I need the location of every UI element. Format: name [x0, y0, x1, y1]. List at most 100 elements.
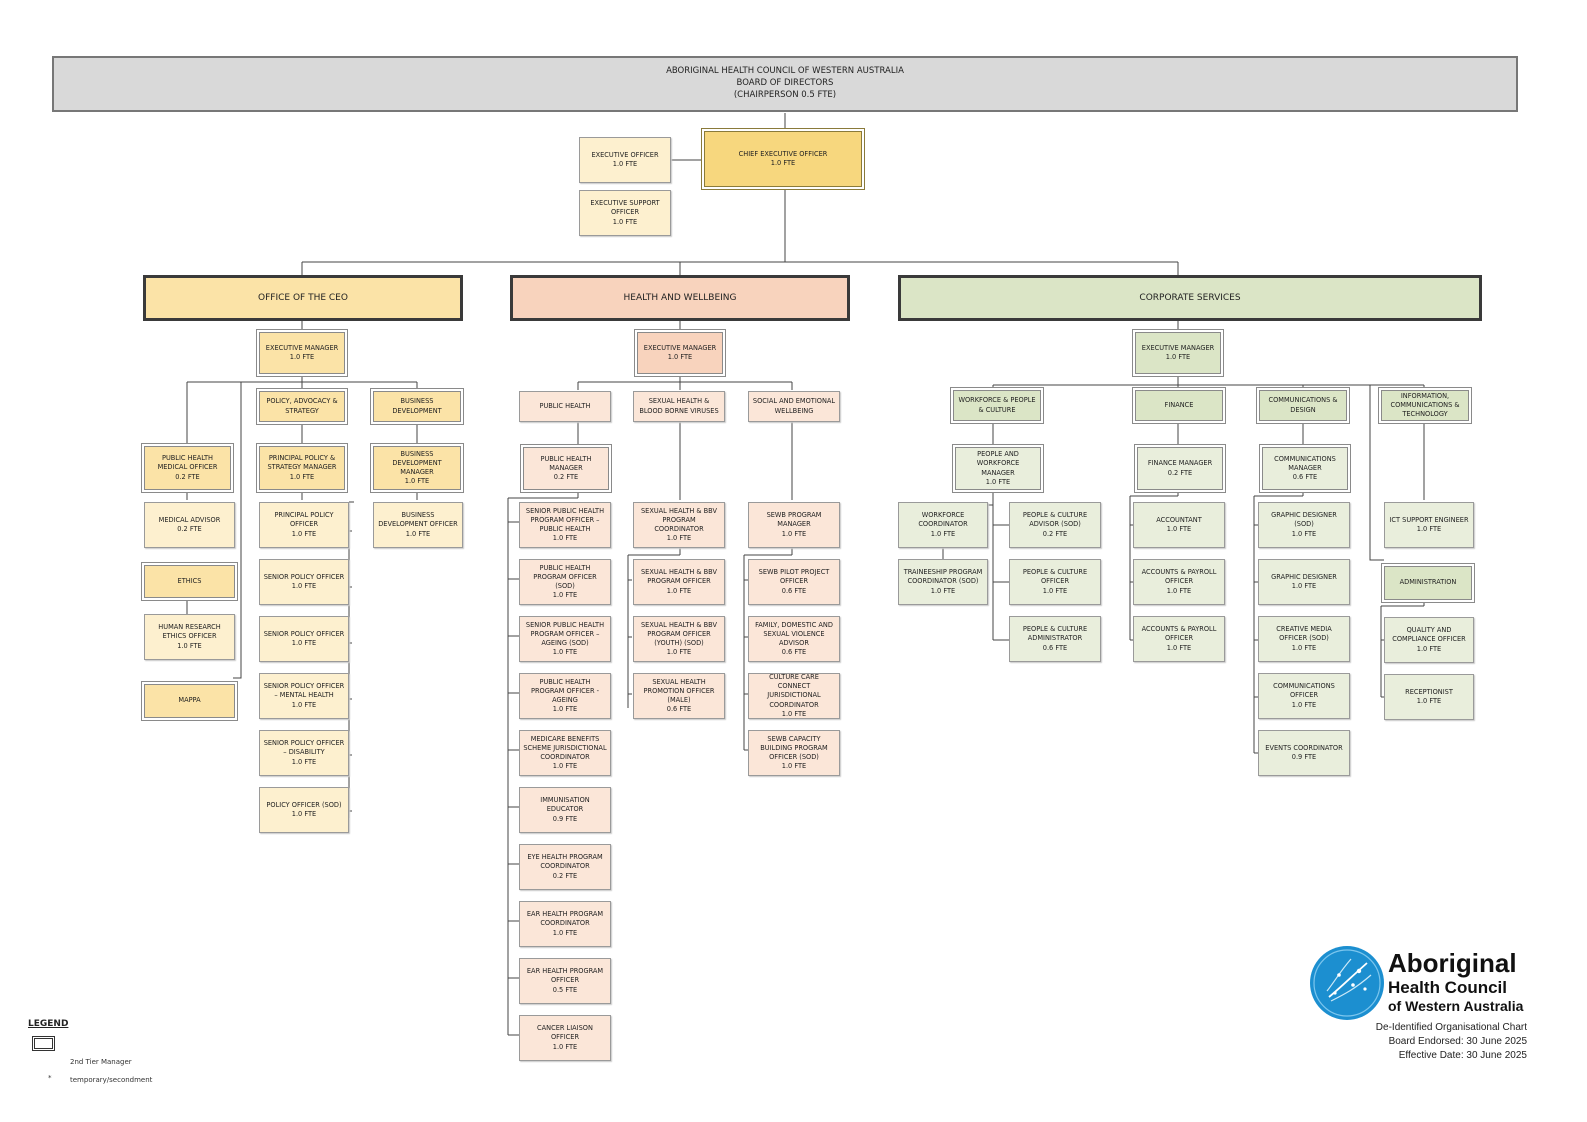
- legend-tier-text: 2nd Tier Manager: [70, 1058, 132, 1066]
- role-title: SEXUAL HEALTH & BBV PROGRAM COORDINATOR: [640, 506, 718, 533]
- division-title: HEALTH AND WELLBEING: [623, 292, 737, 303]
- role-title: PEOPLE AND WORKFORCE MANAGER: [976, 450, 1020, 477]
- graphic-designer-sod-box: GRAPHIC DESIGNER (SOD)1.0 FTE: [1258, 502, 1350, 548]
- division-title: OFFICE OF THE CEO: [258, 292, 348, 303]
- legend-asterisk: *: [48, 1074, 52, 1082]
- role-fte: 1.0 FTE: [291, 700, 317, 709]
- role-title: POLICY OFFICER (SOD): [266, 800, 342, 809]
- workforce-people-culture: WORKFORCE & PEOPLE & CULTURE: [953, 390, 1041, 421]
- role-fte: 0.2 FTE: [1167, 468, 1193, 477]
- information-communications-technology: INFORMATION, COMMUNICATIONS & TECHNOLOGY: [1381, 390, 1469, 421]
- role-fte: 0.6 FTE: [1042, 643, 1068, 652]
- role-fte: 1.0 FTE: [552, 928, 578, 937]
- role-title: PEOPLE & CULTURE ADVISOR (SOD): [1022, 511, 1088, 529]
- unit-title: FINANCE: [1164, 400, 1194, 409]
- finance-manager: FINANCE MANAGER 0.2 FTE: [1137, 447, 1223, 490]
- role-title: BUSINESS DEVELOPMENT OFFICER: [378, 511, 458, 529]
- role-fte: 1.0 FTE: [1042, 586, 1068, 595]
- role-fte: 1.0 FTE: [1166, 643, 1192, 652]
- unit-title: SEXUAL HEALTH & BLOOD BORNE VIRUSES: [639, 397, 719, 415]
- role-title: QUALITY AND COMPLIANCE OFFICER: [1392, 626, 1466, 644]
- business-development: BUSINESS DEVELOPMENT: [373, 391, 461, 422]
- role-fte: 1.0 FTE: [985, 477, 1011, 486]
- role-title: EXECUTIVE OFFICER: [591, 150, 659, 159]
- receptionist: RECEPTIONIST 1.0 FTE: [1384, 674, 1474, 720]
- sexual-health-bbv: SEXUAL HEALTH & BLOOD BORNE VIRUSES: [633, 391, 725, 422]
- culture-care-connect-jurisdictional-coordinator-box: CULTURE CARE CONNECT JURISDICTIONAL COOR…: [748, 673, 840, 719]
- business-development-manager: BUSINESS DEVELOPMENT MANAGER 1.0 FTE: [373, 446, 461, 490]
- board-subtitle: BOARD OF DIRECTORS: [736, 78, 834, 89]
- role-title: COMMUNICATIONS OFFICER: [1273, 682, 1335, 700]
- role-fte: 0.2 FTE: [1042, 529, 1068, 538]
- role-fte: 1.0 FTE: [177, 641, 202, 650]
- role-fte: 0.2 FTE: [553, 473, 579, 482]
- creative-media-officer-sod-box: CREATIVE MEDIA OFFICER (SOD)1.0 FTE: [1258, 616, 1350, 662]
- role-title: EXECUTIVE MANAGER: [1141, 343, 1215, 352]
- role-title: SEWB CAPACITY BUILDING PROGRAM OFFICER (…: [760, 734, 828, 761]
- role-fte: 1.0 FTE: [405, 529, 431, 538]
- role-title: SEWB PROGRAM MANAGER: [766, 511, 822, 529]
- role-title: ACCOUNTANT: [1156, 515, 1202, 524]
- role-title: ACCOUNTS & PAYROLL OFFICER: [1141, 625, 1217, 643]
- legend-title: LEGEND: [28, 1019, 69, 1029]
- public-health-medical-officer: PUBLIC HEALTH MEDICAL OFFICER 0.2 FTE: [144, 446, 231, 490]
- logo-line-1: Aboriginal: [1388, 948, 1517, 978]
- role-fte: 1.0 FTE: [289, 472, 315, 481]
- communications-manager: COMMUNICATIONS MANAGER 0.6 FTE: [1262, 447, 1348, 490]
- role-title: EXECUTIVE MANAGER: [643, 343, 717, 352]
- unit-title: INFORMATION, COMMUNICATIONS & TECHNOLOGY: [1390, 391, 1460, 419]
- role-title: COMMUNICATIONS MANAGER: [1274, 454, 1336, 472]
- unit-title: PUBLIC HEALTH: [539, 401, 591, 410]
- footer-chart-type: De-Identified Organisational Chart: [1375, 1022, 1527, 1033]
- role-title: SEXUAL HEALTH PROMOTION OFFICER (MALE): [643, 677, 715, 704]
- senior-policy-officer: SENIOR POLICY OFFICER 1.0 FTE: [259, 559, 349, 605]
- human-research-ethics-officer: HUMAN RESEARCH ETHICS OFFICER 1.0 FTE: [144, 614, 235, 660]
- role-title: SENIOR POLICY OFFICER: [263, 629, 345, 638]
- role-fte: 1.0 FTE: [666, 648, 692, 657]
- role-title: PRINCIPAL POLICY & STRATEGY MANAGER: [267, 454, 337, 472]
- board-of-directors: ABORIGINAL HEALTH COUNCIL OF WESTERN AUS…: [52, 56, 1518, 112]
- role-title: WORKFORCE COORDINATOR: [918, 511, 968, 529]
- footer-endorsed-date: Board Endorsed: 30 June 2025: [1388, 1036, 1527, 1047]
- role-fte: 0.2 FTE: [552, 871, 578, 880]
- role-title: EAR HEALTH PROGRAM COORDINATOR: [526, 910, 604, 928]
- role-title: PUBLIC HEALTH MEDICAL OFFICER: [157, 454, 218, 472]
- role-fte: 1.0 FTE: [666, 534, 692, 543]
- legend-tier-manager-swatch: [34, 1038, 53, 1049]
- unit-title: WORKFORCE & PEOPLE & CULTURE: [958, 396, 1036, 414]
- role-title: SEXUAL HEALTH & BBV PROGRAM OFFICER (YOU…: [640, 620, 718, 647]
- role-fte: 0.2 FTE: [175, 472, 200, 481]
- senior-policy-officer-disability: SENIOR POLICY OFFICER – DISABILITY 1.0 F…: [259, 730, 349, 776]
- role-title: EVENTS COORDINATOR: [1265, 743, 1343, 752]
- medical-advisor: MEDICAL ADVISOR 0.2 FTE: [144, 502, 235, 548]
- role-fte: 1.0 FTE: [552, 762, 578, 771]
- business-development-officer: BUSINESS DEVELOPMENT OFFICER 1.0 FTE: [373, 502, 463, 548]
- workforce-coordinator: WORKFORCE COORDINATOR 1.0 FTE: [898, 502, 988, 548]
- role-fte: 1.0 FTE: [291, 529, 317, 538]
- role-title: CREATIVE MEDIA OFFICER (SOD): [1276, 625, 1332, 643]
- role-title: GRAPHIC DESIGNER (SOD): [1271, 511, 1337, 529]
- role-title: SENIOR PUBLIC HEALTH PROGRAM OFFICER – A…: [525, 620, 605, 647]
- role-fte: 1.0 FTE: [612, 217, 638, 226]
- unit-title: ETHICS: [177, 576, 202, 585]
- role-fte: 0.5 FTE: [552, 985, 578, 994]
- role-title: SENIOR POLICY OFFICER: [263, 572, 345, 581]
- public-health: PUBLIC HEALTH: [519, 391, 611, 422]
- chief-executive-officer: CHIEF EXECUTIVE OFFICER 1.0 FTE: [704, 131, 862, 187]
- role-fte: 0.9 FTE: [552, 814, 578, 823]
- role-fte: 1.0 FTE: [930, 529, 956, 538]
- role-fte: 1.0 FTE: [1291, 700, 1317, 709]
- role-title: SEWB PILOT PROJECT OFFICER: [758, 568, 830, 586]
- role-title: PUBLIC HEALTH PROGRAM OFFICER (SOD): [533, 563, 597, 590]
- division-title: CORPORATE SERVICES: [1139, 292, 1241, 303]
